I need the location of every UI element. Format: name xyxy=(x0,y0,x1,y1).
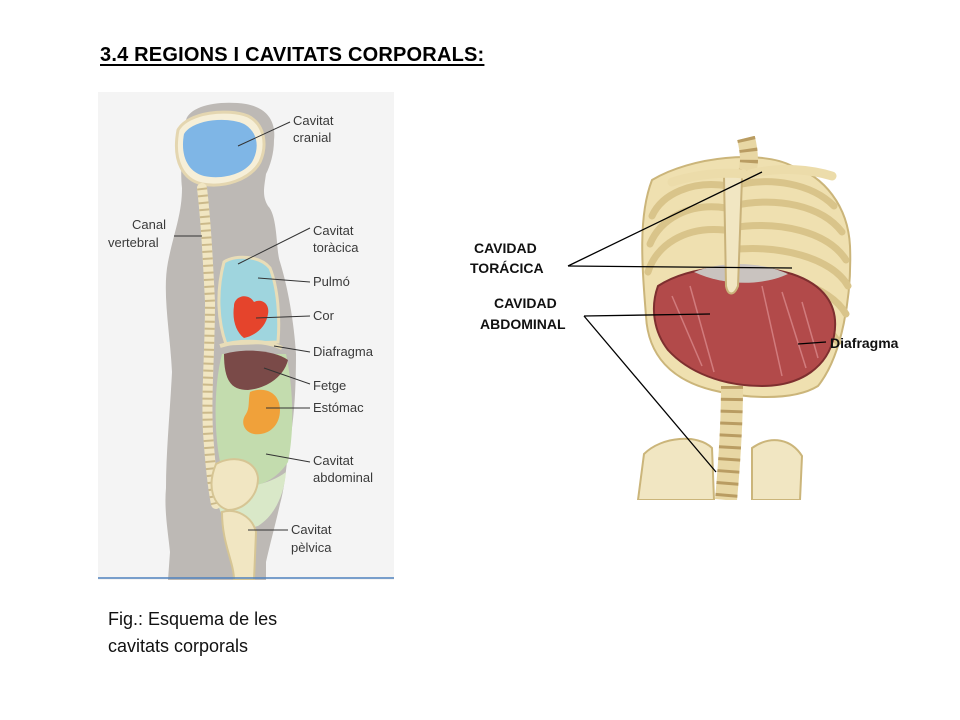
label-cavitat-abdominal-2: abdominal xyxy=(313,470,373,485)
brain xyxy=(182,119,257,178)
label-cavidad-toracica-2: TORÁCICA xyxy=(470,260,544,276)
thoracic-abdominal-diagram: CAVIDAD TORÁCICA CAVIDAD ABDOMINAL Diafr… xyxy=(470,136,899,500)
diaphragm-line xyxy=(219,339,283,350)
label-cavidad-toracica-1: CAVIDAD xyxy=(474,240,537,256)
label-cor: Cor xyxy=(313,308,335,323)
label-cavitat-cranial-1: Cavitat xyxy=(293,113,334,128)
label-cavitat-pelvica-2: pèlvica xyxy=(291,540,332,555)
spine xyxy=(715,385,743,500)
caption-line-1: Fig.: Esquema de les xyxy=(108,609,278,629)
body-cavities-diagram: Cavitat cranial Canal vertebral Cavitat … xyxy=(98,92,394,580)
label-cavitat-pelvica-1: Cavitat xyxy=(291,522,332,537)
label-cavitat-cranial-2: cranial xyxy=(293,130,331,145)
label-diafragma: Diafragma xyxy=(313,344,374,359)
heart xyxy=(233,296,269,338)
sternum xyxy=(722,172,744,295)
pelvis-bone xyxy=(210,458,260,512)
label-cavidad-abdominal-2: ABDOMINAL xyxy=(480,316,566,332)
label-canal-vertebral-2: vertebral xyxy=(108,235,159,250)
slide-title: 3.4 REGIONS I CAVITATS CORPORALS: xyxy=(100,44,485,66)
stomach xyxy=(243,389,280,435)
femur-bone xyxy=(220,510,258,580)
label-fetge: Fetge xyxy=(313,378,346,393)
pelvis-bone xyxy=(636,437,716,500)
label-diafragma-right: Diafragma xyxy=(830,335,899,351)
label-cavitat-abdominal-1: Cavitat xyxy=(313,453,354,468)
spine xyxy=(197,183,221,509)
caption-line-2: cavitats corporals xyxy=(108,636,249,656)
liver xyxy=(224,350,288,390)
label-canal-vertebral-1: Canal xyxy=(132,217,166,232)
label-estomac: Estómac xyxy=(313,400,364,415)
figure-caption: Fig.: Esquema de les cavitats corporals xyxy=(108,606,348,660)
label-cavitat-toracica-1: Cavitat xyxy=(313,223,354,238)
label-cavitat-toracica-2: toràcica xyxy=(313,240,359,255)
label-pulmo: Pulmó xyxy=(313,274,350,289)
label-cavidad-abdominal-1: CAVIDAD xyxy=(494,295,557,311)
